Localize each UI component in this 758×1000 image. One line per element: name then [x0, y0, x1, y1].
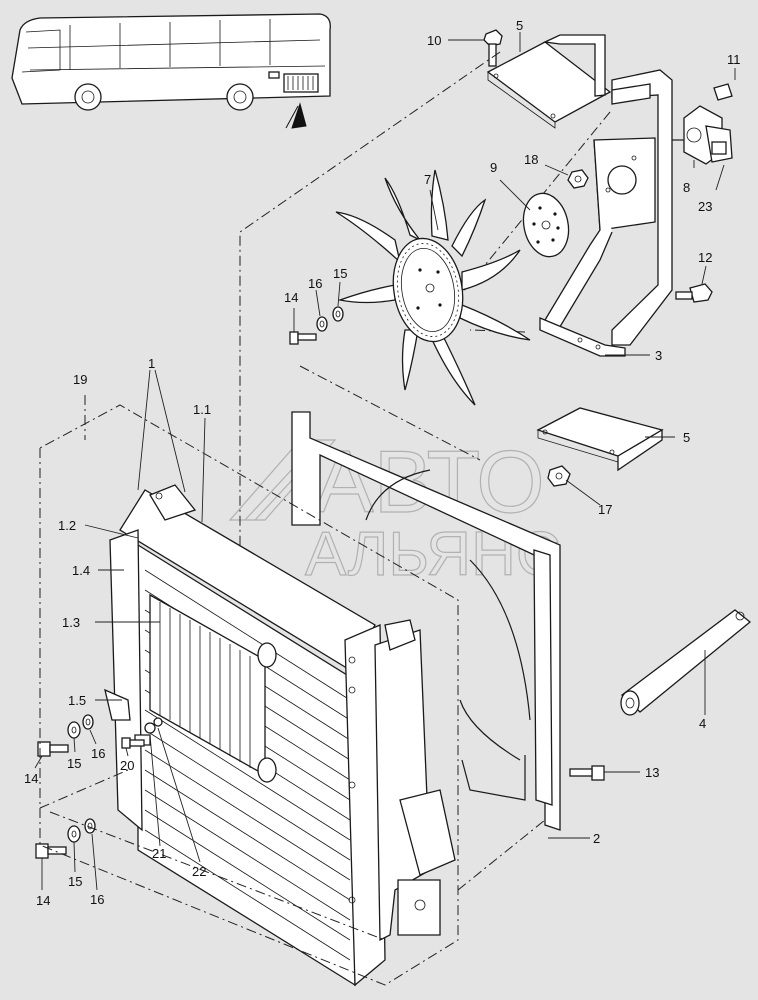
callout-12: 12: [698, 250, 712, 265]
callout-1-4: 1.4: [72, 563, 90, 578]
callout-21: 21: [152, 846, 166, 861]
callout-14-low: 14: [36, 893, 50, 908]
callout-14-mid: 14: [24, 771, 38, 786]
callout-15-low: 15: [68, 874, 82, 889]
cooling-fan: [335, 169, 531, 406]
shroud-bolt: [569, 765, 605, 781]
callout-16-low: 16: [90, 892, 104, 907]
callout-4: 4: [699, 716, 706, 731]
bus-inset-illustration: [11, 13, 331, 129]
callout-16-mid: 16: [91, 746, 105, 761]
fan-spacer-disc: [522, 192, 570, 258]
callout-labels: 10 5 11 18 9 7 8 23 12 14 16 15 3 19 1 1…: [24, 18, 741, 908]
callout-1: 1: [148, 356, 155, 371]
callout-2: 2: [593, 831, 600, 846]
callout-16-fan: 16: [308, 276, 322, 291]
callout-5-top: 5: [516, 18, 523, 33]
callout-13: 13: [645, 765, 659, 780]
callout-1-3: 1.3: [62, 615, 80, 630]
callout-1-5: 1.5: [68, 693, 86, 708]
callout-3: 3: [655, 348, 662, 363]
lower-mounting-bracket: [536, 407, 664, 487]
radiator-assembly: [104, 484, 456, 987]
upper-mounting-bracket: [486, 34, 612, 129]
callout-11: 11: [727, 52, 741, 67]
callout-15-fan: 15: [333, 266, 347, 281]
callout-15-mid: 15: [67, 756, 81, 771]
callout-23: 23: [698, 199, 712, 214]
fan-bolt-set: [289, 306, 344, 345]
fan-shroud: [291, 411, 561, 831]
callout-22: 22: [192, 864, 206, 879]
callout-5-lower: 5: [683, 430, 690, 445]
callout-1-1: 1.1: [193, 402, 211, 417]
callout-9: 9: [490, 160, 497, 175]
hydraulic-motor: [672, 83, 733, 165]
callout-17: 17: [598, 502, 612, 517]
callout-leader-lines: [34, 32, 736, 891]
callout-14-fan: 14: [284, 290, 298, 305]
watermark-line1: АВТО: [315, 432, 545, 531]
callout-20: 20: [120, 758, 134, 773]
radiator-stay-rod: [620, 609, 752, 716]
top-fasteners: [483, 29, 713, 303]
fan-drive-support-frame: [539, 69, 673, 357]
callout-1-2: 1.2: [58, 518, 76, 533]
callout-7: 7: [424, 172, 431, 187]
callout-10: 10: [427, 33, 441, 48]
callout-19: 19: [73, 372, 87, 387]
callout-18: 18: [524, 152, 538, 167]
assembly-boundary-lines-lower: [39, 395, 546, 986]
callout-8: 8: [683, 180, 690, 195]
